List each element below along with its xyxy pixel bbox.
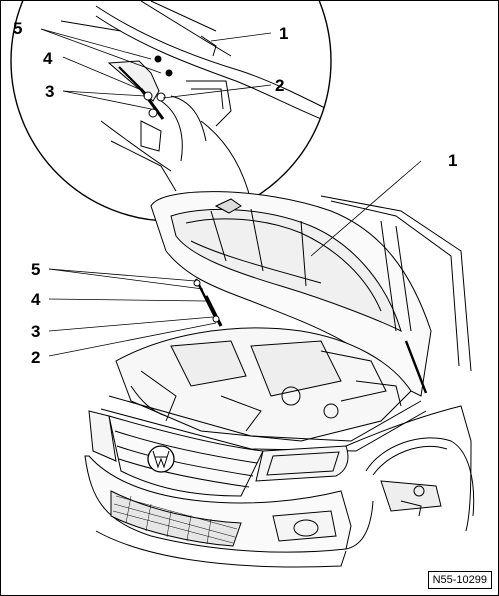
- detail-callout-1: 1: [279, 24, 288, 43]
- detail-ball-socket-upper: [143, 91, 153, 101]
- reservoir-cap: [281, 386, 301, 406]
- strut-upper-mount: [193, 279, 201, 287]
- hood-latch: [214, 198, 242, 214]
- detail-ball-socket-lower: [148, 108, 158, 118]
- detail-callout-2: 2: [275, 76, 284, 95]
- leader-4: [48, 298, 207, 302]
- detail-hood-edge: [95, 5, 331, 112]
- leader-3: [48, 316, 214, 332]
- detail-leader-3: [62, 90, 146, 97]
- right-fender: [345, 405, 472, 532]
- detail-inset: 5 4 3 1 2: [10, 1, 332, 222]
- hood-inner-lining: [170, 208, 402, 332]
- detail-callout-4: 4: [43, 49, 53, 68]
- callout-1: 1: [448, 151, 457, 170]
- wheel-arch: [365, 437, 475, 517]
- callout-5: 5: [31, 260, 40, 279]
- leader-1: [310, 160, 422, 257]
- callout-4: 4: [31, 290, 41, 309]
- detail-leader-1: [210, 32, 272, 42]
- detail-leader-2: [162, 84, 272, 99]
- fog-lamp: [293, 519, 319, 537]
- detail-bolt-2: [165, 69, 173, 77]
- headlamp-left: [88, 410, 117, 462]
- callout-3: 3: [31, 322, 40, 341]
- headlamp-right: [255, 445, 349, 482]
- detail-callout-5: 5: [13, 19, 22, 38]
- callout-2: 2: [31, 348, 40, 367]
- detail-leader-4: [62, 56, 140, 90]
- detail-bolt-1: [154, 55, 162, 63]
- fog-lamp-housing: [272, 510, 337, 542]
- detail-callout-3: 3: [45, 82, 54, 101]
- suspension-detail: [380, 480, 442, 512]
- gas-strut-right: [404, 340, 428, 394]
- lower-grille: [110, 490, 242, 547]
- reference-code-label: N55-10299: [427, 571, 492, 589]
- leader-5: [48, 268, 197, 282]
- strut-lower-mount: [212, 315, 220, 323]
- front-grille: [108, 415, 264, 497]
- windshield-frame: [320, 195, 472, 372]
- engine-cover: [170, 340, 247, 387]
- front-slam-panel: [108, 395, 422, 442]
- vehicle-front-view: [84, 191, 475, 568]
- detail-leader-5: [40, 28, 152, 60]
- leader-2: [48, 322, 217, 357]
